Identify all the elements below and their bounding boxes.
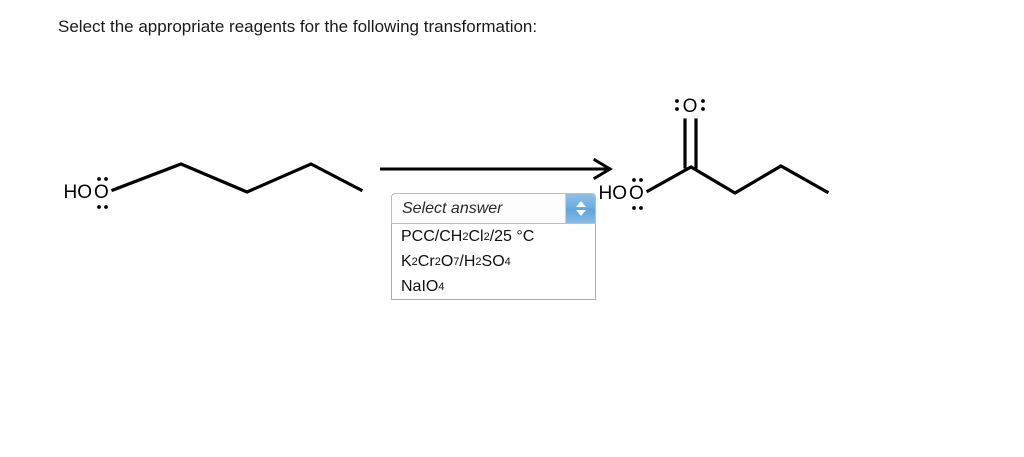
product-carbon-chain	[645, 164, 830, 195]
reactant-structure: HO O	[64, 162, 364, 209]
product-oxygen-label: O	[629, 183, 644, 204]
select-answer-box[interactable]: Select answer	[391, 193, 596, 224]
lone-pair-dot	[639, 206, 643, 210]
reactant-carbon-chain	[110, 162, 364, 194]
lone-pair-dot	[97, 177, 101, 181]
lone-pair-dot	[675, 99, 679, 103]
lone-pair-dot	[675, 107, 679, 111]
product-carbonyl-oxygen-label: O	[683, 96, 698, 117]
lone-pair-dot	[104, 205, 108, 209]
reactant-hydroxyl-label: HO	[64, 182, 93, 203]
product-structure: O HO O	[599, 96, 830, 210]
triangle-up-icon[interactable]	[575, 201, 586, 207]
lone-pair-dot	[97, 205, 101, 209]
select-answer-value[interactable]: Select answer	[402, 199, 503, 217]
lone-pair-dot	[104, 177, 108, 181]
reaction-arrow	[380, 157, 613, 181]
product-hydroxyl-label: HO	[599, 183, 628, 204]
arrow-head-icon	[592, 157, 613, 181]
lone-pair-dot	[701, 107, 705, 111]
triangle-down-icon[interactable]	[575, 210, 586, 216]
page-title: Select the appropriate reagents for the …	[58, 17, 538, 36]
lone-pair-dot	[632, 178, 636, 182]
lone-pair-dot	[639, 178, 643, 182]
lone-pair-dot	[701, 99, 705, 103]
dropdown-spinner-button[interactable]	[565, 194, 595, 223]
lone-pair-dot	[632, 206, 636, 210]
reactant-oxygen-label: O	[94, 182, 109, 203]
